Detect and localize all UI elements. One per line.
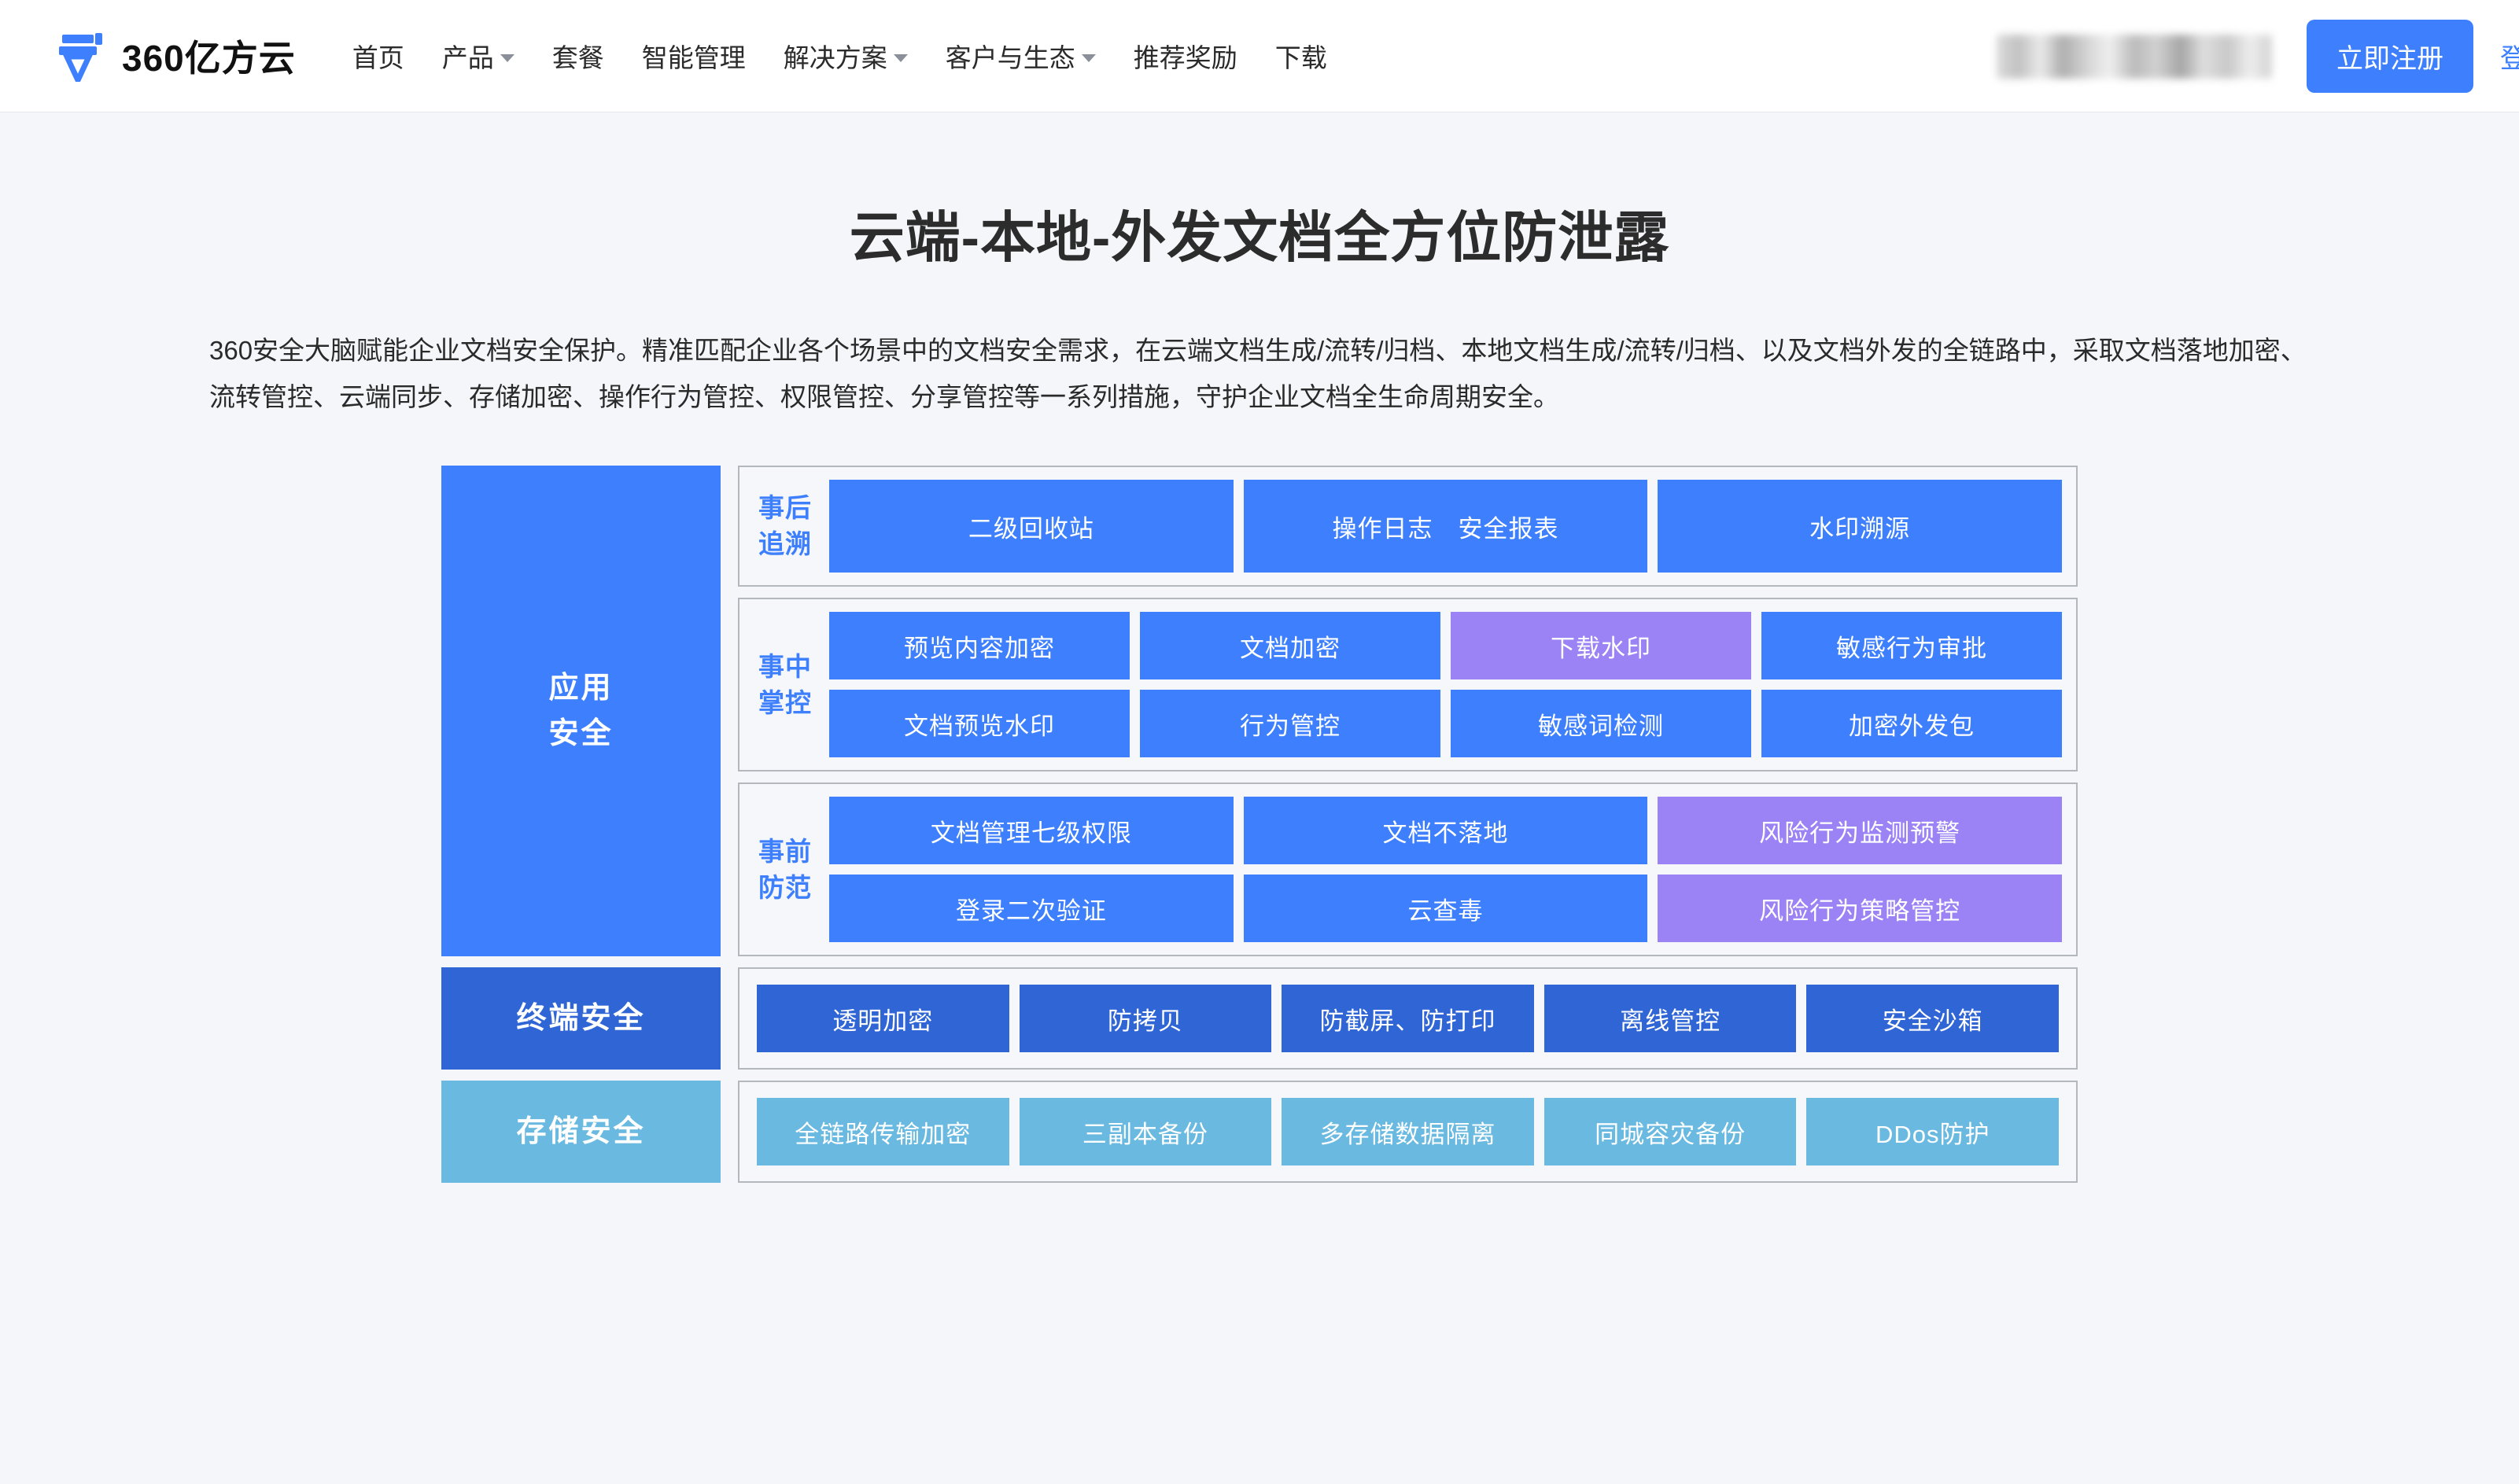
tile-behavior-control[interactable]: 行为管控 — [1140, 690, 1440, 758]
group-panel-in-process-control: 事中 掌控 预览内容加密 文档加密 下载水印 敏感行为审批 文档预览水印 行为管… — [738, 598, 2078, 772]
category-label-storage-security: 存储安全 — [441, 1081, 721, 1184]
nav-item-smart-management[interactable]: 智能管理 — [642, 37, 746, 75]
group-panel-pre-incident-prevention: 事前 防范 文档管理七级权限 文档不落地 风险行为监测预警 登录二次验证 云查毒… — [738, 783, 2078, 957]
tile-download-watermark[interactable]: 下载水印 — [1451, 612, 1751, 680]
terminal-security-groups: 透明加密 防拷贝 防截屏、防打印 离线管控 安全沙箱 — [738, 967, 2078, 1070]
chevron-down-icon — [893, 54, 908, 62]
security-architecture-diagram: 应用 安全 事后 追溯 二级回收站 操作日志 安全报表 水印溯源 事中 掌控 — [441, 466, 2078, 1184]
tile-sensitive-word-detection[interactable]: 敏感词检测 — [1451, 690, 1751, 758]
category-label-terminal-security: 终端安全 — [441, 967, 721, 1070]
nav-item-solutions[interactable]: 解决方案 — [784, 37, 908, 75]
tile-document-preview-watermark[interactable]: 文档预览水印 — [829, 690, 1130, 758]
nav-item-label: 客户与生态 — [945, 43, 1075, 72]
tile-document-no-local-storage[interactable]: 文档不落地 — [1243, 797, 1648, 865]
tile-preview-content-encryption[interactable]: 预览内容加密 — [829, 612, 1130, 680]
diagram-row-terminal-security: 终端安全 透明加密 防拷贝 防截屏、防打印 离线管控 安全沙箱 — [441, 967, 2078, 1070]
nav-item-referral-rewards[interactable]: 推荐奖励 — [1134, 37, 1237, 75]
tile-grid-storage: 全链路传输加密 三副本备份 多存储数据隔离 同城容灾备份 DDos防护 — [757, 1098, 2059, 1166]
tile-sensitive-behavior-approval[interactable]: 敏感行为审批 — [1761, 612, 2062, 680]
tile-triple-replica-backup[interactable]: 三副本备份 — [1019, 1098, 1272, 1166]
tile-anti-copy[interactable]: 防拷贝 — [1019, 985, 1272, 1053]
nav-item-label: 推荐奖励 — [1133, 43, 1237, 72]
page-title: 云端-本地-外发文档全方位防泄露 — [849, 207, 1670, 268]
group-panel-post-incident-tracing: 事后 追溯 二级回收站 操作日志 安全报表 水印溯源 — [738, 466, 2078, 587]
tile-grid-pre-incident: 文档管理七级权限 文档不落地 风险行为监测预警 登录二次验证 云查毒 风险行为策… — [829, 797, 2062, 943]
phase-label-pre-incident: 事前 防范 — [758, 836, 812, 902]
tile-watermark-tracing[interactable]: 水印溯源 — [1658, 480, 2062, 573]
tile-security-sandbox[interactable]: 安全沙箱 — [1806, 985, 2059, 1053]
nav-item-home[interactable]: 首页 — [352, 37, 404, 75]
nav-item-label: 首页 — [352, 43, 404, 72]
tile-cloud-antivirus[interactable]: 云查毒 — [1243, 875, 1648, 943]
brand-logo[interactable]: 360亿方云 — [59, 30, 296, 82]
tile-full-link-transport-encryption[interactable]: 全链路传输加密 — [757, 1098, 1009, 1166]
diagram-row-application-security: 应用 安全 事后 追溯 二级回收站 操作日志 安全报表 水印溯源 事中 掌控 — [441, 466, 2078, 957]
nav-item-packages[interactable]: 套餐 — [552, 37, 604, 75]
phase-label-post-incident: 事后 追溯 — [758, 493, 812, 559]
tile-recycle-bin[interactable]: 二级回收站 — [829, 480, 1234, 573]
tile-anti-screenshot-print[interactable]: 防截屏、防打印 — [1282, 985, 1534, 1053]
tile-encrypted-outgoing-package[interactable]: 加密外发包 — [1761, 690, 2062, 758]
nav-item-download[interactable]: 下载 — [1275, 37, 1327, 75]
main-nav: 首页 产品 套餐 智能管理 解决方案 客户与生态 推荐奖励 下载 — [352, 37, 1327, 75]
tile-grid-in-process: 预览内容加密 文档加密 下载水印 敏感行为审批 文档预览水印 行为管控 敏感词检… — [829, 612, 2062, 758]
nav-right-actions: 立即注册 登录 — [1997, 0, 2519, 112]
tile-operation-log-security-report[interactable]: 操作日志 安全报表 — [1243, 480, 1648, 573]
category-label-text: 存储安全 — [516, 1115, 646, 1149]
tile-same-city-disaster-backup[interactable]: 同城容灾备份 — [1543, 1098, 1797, 1166]
nav-item-label: 下载 — [1274, 43, 1327, 72]
nav-item-label: 套餐 — [551, 43, 604, 72]
tile-risk-behavior-policy-control[interactable]: 风险行为策略管控 — [1658, 875, 2062, 943]
nav-item-label: 智能管理 — [641, 43, 746, 72]
top-navigation-bar: 360亿方云 首页 产品 套餐 智能管理 解决方案 客户与生态 推荐奖励 下载 — [0, 0, 2519, 112]
tile-offline-control[interactable]: 离线管控 — [1543, 985, 1797, 1053]
chevron-down-icon — [1081, 54, 1096, 62]
category-label-text: 应用 安全 — [548, 671, 614, 751]
tile-grid-post-incident: 二级回收站 操作日志 安全报表 水印溯源 — [829, 480, 2062, 573]
group-panel-terminal-security: 透明加密 防拷贝 防截屏、防打印 离线管控 安全沙箱 — [738, 967, 2078, 1070]
chevron-down-icon — [500, 54, 514, 62]
register-button[interactable]: 立即注册 — [2307, 20, 2473, 93]
yifangyun-logo-icon — [59, 33, 102, 82]
tile-ddos-protection[interactable]: DDos防护 — [1806, 1098, 2059, 1166]
tile-transparent-encryption[interactable]: 透明加密 — [757, 985, 1009, 1053]
nav-item-label: 产品 — [441, 43, 494, 72]
application-security-groups: 事后 追溯 二级回收站 操作日志 安全报表 水印溯源 事中 掌控 预览内容加密 … — [738, 466, 2078, 957]
tile-multi-storage-data-isolation[interactable]: 多存储数据隔离 — [1282, 1098, 1534, 1166]
category-label-text: 终端安全 — [516, 1002, 646, 1036]
category-label-application-security: 应用 安全 — [441, 466, 721, 957]
redacted-account-area — [1997, 34, 2272, 79]
tile-risk-behavior-monitoring-alert[interactable]: 风险行为监测预警 — [1658, 797, 2062, 865]
tile-login-two-factor-verification[interactable]: 登录二次验证 — [829, 875, 1234, 943]
nav-item-label: 解决方案 — [783, 43, 887, 72]
brand-name: 360亿方云 — [122, 38, 296, 79]
phase-label-in-process: 事中 掌控 — [758, 651, 812, 717]
tile-document-encryption[interactable]: 文档加密 — [1140, 612, 1440, 680]
diagram-row-storage-security: 存储安全 全链路传输加密 三副本备份 多存储数据隔离 同城容灾备份 DDos防护 — [441, 1081, 2078, 1184]
page-content: 云端-本地-外发文档全方位防泄露 360安全大脑赋能企业文档安全保护。精准匹配企… — [0, 193, 2519, 1184]
storage-security-groups: 全链路传输加密 三副本备份 多存储数据隔离 同城容灾备份 DDos防护 — [738, 1081, 2078, 1184]
login-link[interactable]: 登录 — [2500, 44, 2519, 74]
group-panel-storage-security: 全链路传输加密 三副本备份 多存储数据隔离 同城容灾备份 DDos防护 — [738, 1081, 2078, 1184]
tile-seven-level-permissions[interactable]: 文档管理七级权限 — [829, 797, 1234, 865]
tile-grid-terminal: 透明加密 防拷贝 防截屏、防打印 离线管控 安全沙箱 — [757, 985, 2059, 1053]
nav-item-customers-ecosystem[interactable]: 客户与生态 — [946, 37, 1096, 75]
page-description: 360安全大脑赋能企业文档安全保护。精准匹配企业各个场景中的文档安全需求，在云端… — [209, 336, 2307, 411]
nav-item-products[interactable]: 产品 — [442, 37, 514, 75]
